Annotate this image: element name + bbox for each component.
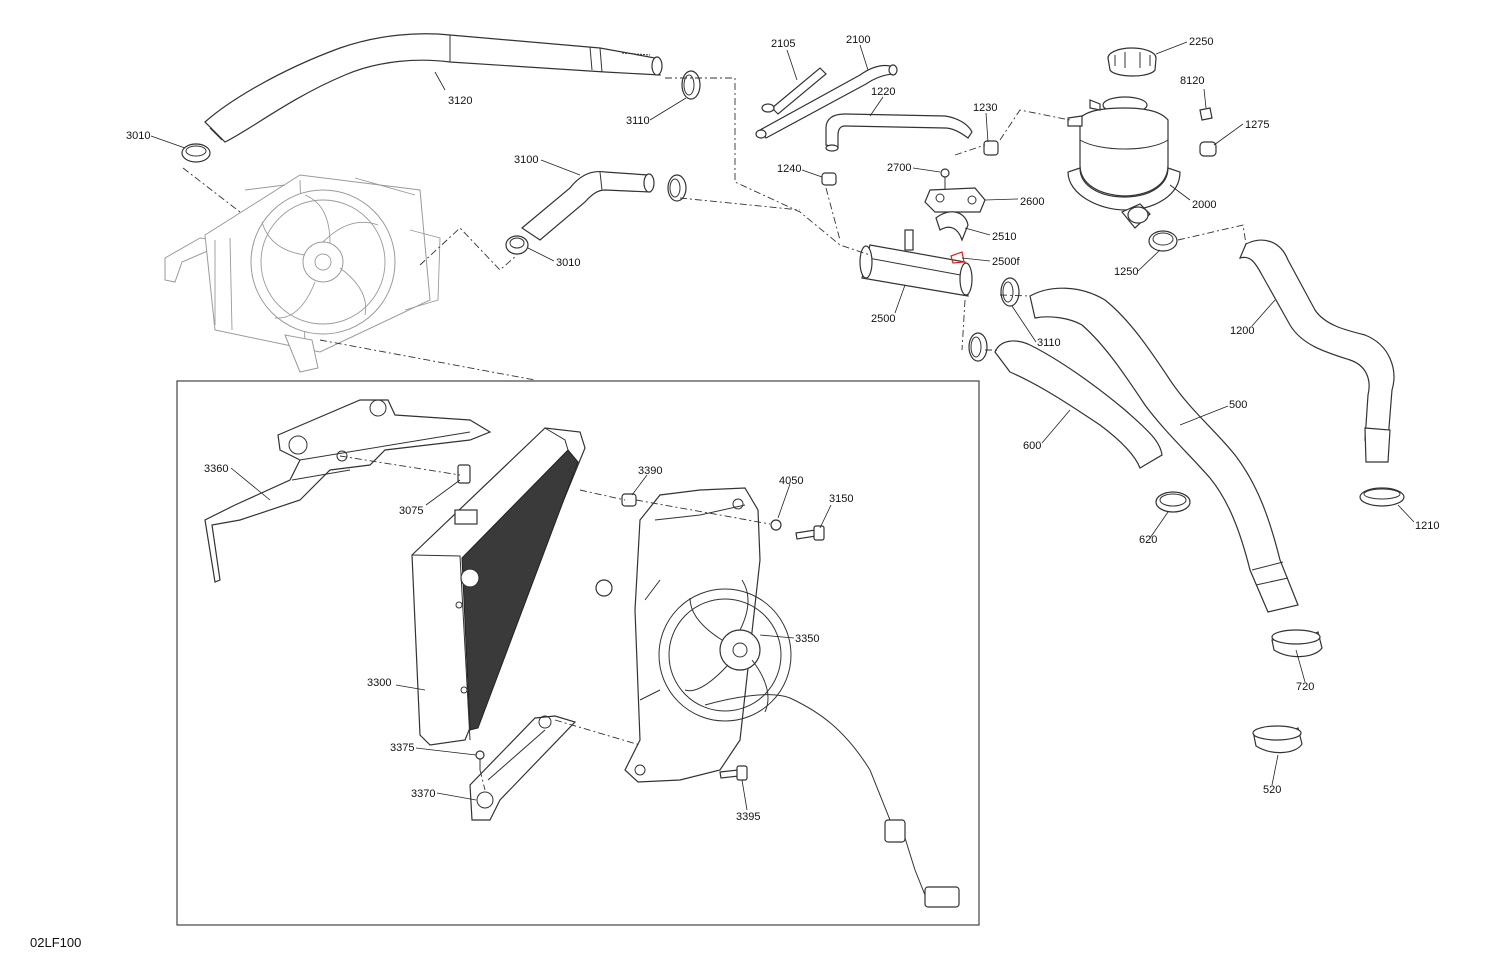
clamp-3110-right-b [968,332,988,362]
screw-2700 [940,168,950,190]
ghost-radiator-assembly [164,174,441,373]
label-620: 620 [1139,534,1157,546]
hose-1200 [1238,239,1395,463]
label-500: 500 [1229,399,1247,411]
reservoir-2000 [1067,96,1181,229]
label-3370: 3370 [411,788,435,800]
label-3110-top: 3110 [626,115,650,127]
label-1230: 1230 [973,102,997,114]
hose-2105 [761,67,827,115]
clamp-1210 [1359,487,1405,507]
label-3390: 3390 [638,465,662,477]
detail-frame [176,380,980,926]
label-720: 720 [1296,681,1314,693]
bracket-2600 [924,187,986,213]
fitting-1230 [983,140,999,156]
clamp-3110-right-a [1000,277,1020,307]
label-2100: 2100 [846,34,870,46]
alignment-lines [182,77,1247,791]
clip-3075 [457,464,471,484]
label-1275: 1275 [1245,119,1269,131]
clamp-3110-mid [667,174,687,202]
label-3100: 3100 [514,154,538,166]
bolt-3150 [795,525,825,541]
label-1200: 1200 [1230,325,1254,337]
fitting-8120 [1199,107,1213,121]
label-1210: 1210 [1415,520,1439,532]
hose-3100 [520,170,655,241]
hose-500 [1029,287,1299,613]
leader-lines [150,41,1415,811]
label-3010-mid: 3010 [556,257,580,269]
label-2250: 2250 [1189,36,1213,48]
label-2105: 2105 [771,38,795,50]
part-labels: 3120 3010 3110 3100 3010 2105 2100 1220 … [126,34,1439,823]
clamp-3110-top [681,70,701,100]
washer-4050 [770,519,782,531]
label-3010-top: 3010 [126,130,150,142]
label-2000: 2000 [1192,199,1216,211]
cap-1275 [1199,141,1217,157]
label-8120: 8120 [1180,75,1204,87]
hose-3120 [204,33,663,143]
bolt-3395 [719,765,748,781]
radiator-3300 [411,427,613,746]
label-1250: 1250 [1114,266,1138,278]
seal-2510 [935,211,969,242]
label-3360: 3360 [204,463,228,475]
label-2500f: 2500f [992,256,1020,268]
highlight-2500f [950,251,965,264]
hose-2100 [755,64,898,139]
fitting-1240 [821,172,837,186]
label-3150: 3150 [829,493,853,505]
bracket-3360 [204,399,492,583]
label-3375: 3375 [390,742,414,754]
clamp-620 [1155,491,1191,513]
label-1240: 1240 [777,163,801,175]
fan-shroud-3350 [624,487,792,783]
boot-520 [1252,725,1303,754]
label-600: 600 [1023,440,1041,452]
label-3300: 3300 [367,677,391,689]
label-3120: 3120 [448,95,472,107]
label-3350: 3350 [795,633,819,645]
hose-600 [994,340,1163,469]
label-2500: 2500 [871,313,895,325]
label-2510: 2510 [992,231,1016,243]
wire-harness [704,694,960,908]
label-2600: 2600 [1020,196,1044,208]
clamp-3010-mid [505,235,529,255]
label-3395: 3395 [736,811,760,823]
hose-1220 [825,113,973,152]
label-1220: 1220 [871,86,895,98]
clamp-3010-top [181,143,211,163]
label-3110-right: 3110 [1037,337,1061,349]
label-3075: 3075 [399,505,423,517]
cap-2250 [1107,47,1157,77]
label-520: 520 [1263,784,1281,796]
label-2700: 2700 [887,162,911,174]
bracket-3370 [469,715,577,821]
housing-2500 [859,229,973,297]
figure-code: 02LF100 [30,935,81,950]
label-4050: 4050 [779,475,803,487]
screw-3375 [475,750,485,770]
clamp-1250 [1148,230,1178,252]
boot-720 [1271,629,1323,658]
